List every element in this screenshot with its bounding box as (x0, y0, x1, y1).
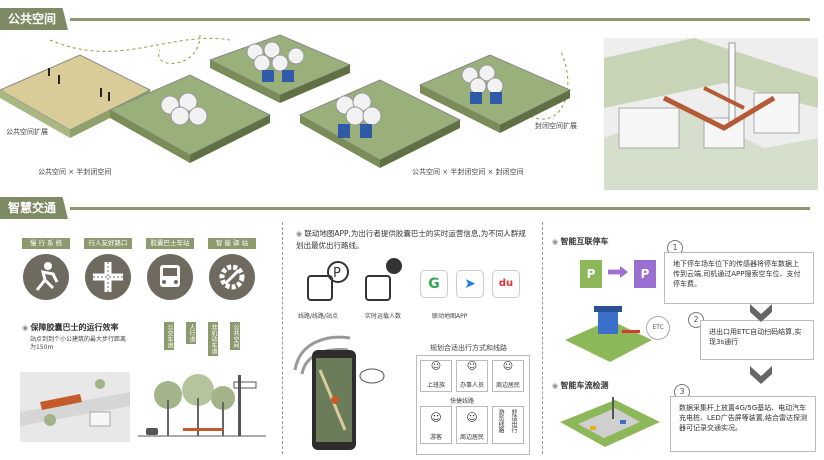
tag-smart-station: 智 能 驿 站 (208, 238, 256, 249)
person-icon: ☺ (430, 411, 442, 424)
user-types-bottom: ☺ 游客 ☺ 周边居民 游览线路 舒适出行 (420, 406, 524, 448)
label-closed-expand: 封闭空间扩展 (535, 122, 577, 130)
section-title: 公共空间 (0, 8, 69, 30)
smartphone-map-illustration (293, 335, 385, 450)
step-text-3: 数据采集杆上放置4G/5G基站、电动汽车充电桩、LED广告屏等装置,结合雷达探测… (679, 404, 807, 432)
etc-gate-illustration (565, 306, 652, 362)
tag-tour-route: 游览线路 (497, 409, 504, 433)
vtag-sidewalk: 人行道 (186, 322, 196, 344)
flow-arrows (750, 304, 772, 384)
street-section-drawing (138, 374, 266, 437)
step-box-2: 进出口用ETC自动扫码结算,实现3s通行 (700, 320, 814, 360)
baidu-map-icon: du (492, 270, 520, 298)
tag-bus-station: 胶囊巴士车站 (146, 238, 194, 249)
bubble-label-route: 线路/线路/站点 (298, 313, 339, 320)
step-box-3: 数据采集杆上放置4G/5G基站、电动汽车充电桩、LED广告屏等装置,结合雷达探测… (670, 396, 816, 452)
user-card-nearby-resident: ☺ 周边居民 (456, 406, 488, 444)
bus-icon (147, 254, 193, 300)
step-text-2: 进出口用ETC自动扫码结算,实现3s通行 (709, 328, 802, 346)
parking-app-icons: P P (580, 256, 660, 296)
bus-stop-icons: P (307, 258, 402, 301)
aerial-render-image (604, 38, 818, 190)
user-card-commuter: ☺ 上班族 (420, 360, 452, 392)
user-card-tourist: ☺ 游客 (420, 406, 452, 444)
traffic-icon-row: 慢 行 系 统 行人友好路口 胶囊巴士车站 智 能 驿 站 (22, 222, 272, 302)
bus-efficiency-desc: 站点到到个小公建筑的最大步行距离为150m (30, 336, 127, 351)
arrow-indicator (378, 336, 408, 350)
map-app-icons: G ➤ du (420, 270, 528, 302)
tag-pedestrian-crossing: 行人友好路口 (84, 238, 132, 249)
section-divider (70, 206, 811, 210)
parking-title: 智能互联停车 (552, 236, 609, 247)
step-text-1: 地下停车场车位下的传感器将停车数据上传到云端,司机通过APP搜索空车位、支付停车… (673, 260, 801, 288)
plan-title: 规划合适出行方式和线路 (430, 344, 507, 352)
vtag-public-space: 公共空间 (230, 322, 240, 350)
vtag-bus-lane: 公交车道 (164, 322, 174, 350)
person-icon: ☺ (430, 361, 442, 372)
gear-wrench-icon (209, 254, 255, 300)
user-card-clerk: ☺ 办事人员 (456, 360, 488, 392)
svg-text:P: P (333, 266, 341, 281)
user-types-panel (416, 355, 530, 455)
divider-left (282, 222, 283, 454)
person-icon: ☺ (502, 361, 514, 372)
person-icon: ☺ (466, 411, 478, 424)
running-icon (23, 254, 69, 300)
section-divider (70, 17, 811, 21)
crossroad-icon (85, 254, 131, 300)
bubble-label-map-app: 联动地图APP (432, 313, 468, 320)
public-space-isometric-diagram (0, 34, 572, 168)
vtag-bike-lane: 非机动车道 (208, 322, 218, 356)
person-icon: ☺ (466, 361, 478, 372)
navigation-app-icon: ➤ (456, 270, 484, 298)
section-header-public-space: 公共空间 (0, 8, 811, 30)
section-title: 智慧交通 (0, 197, 69, 219)
user-card-route-tags: 游览线路 舒适出行 (492, 406, 524, 444)
parking-cloud-icon: P (634, 260, 656, 288)
label-public-expand: 公共空间扩展 (6, 128, 48, 136)
flow-title: 智能车流检测 (552, 380, 609, 391)
google-maps-icon: G (420, 270, 448, 298)
arrow-right-icon (608, 266, 628, 278)
divider-right (542, 222, 543, 454)
bubble-label-realtime: 实时运载人数 (365, 313, 402, 320)
label-ps-semi-closed: 公共空间 × 半封闭空间 × 封闭空间 (412, 168, 524, 176)
bus-efficiency-title: 保障胶囊巴士的运行效率 (22, 322, 119, 333)
user-types-top: ☺ 上班族 ☺ 办事人员 ☺ 周边居民 (420, 360, 524, 394)
tag-slow-system: 慢 行 系 统 (22, 238, 70, 249)
tag-comfort-travel: 舒适出行 (510, 409, 517, 433)
label-ps-semi: 公共空间 × 半封闭空间 (38, 168, 112, 176)
app-description: 联动地图APP,为出行者提供胶囊巴士的实时运营信息,为不同人群规划出最优出行路线… (296, 228, 528, 251)
step-box-1: 地下停车场车位下的传感器将停车数据上传到云端,司机通过APP搜索空车位、支付停车… (664, 252, 814, 304)
user-card-resident: ☺ 周边居民 (492, 360, 524, 392)
parking-phone-icon: P (580, 260, 602, 288)
street-plan-render (20, 372, 130, 442)
etc-badge: ETC (646, 316, 670, 340)
section-header-smart-traffic: 智慧交通 (0, 197, 811, 219)
route-label: 快捷线路 (450, 398, 475, 405)
traffic-flow-illustration (560, 397, 660, 447)
